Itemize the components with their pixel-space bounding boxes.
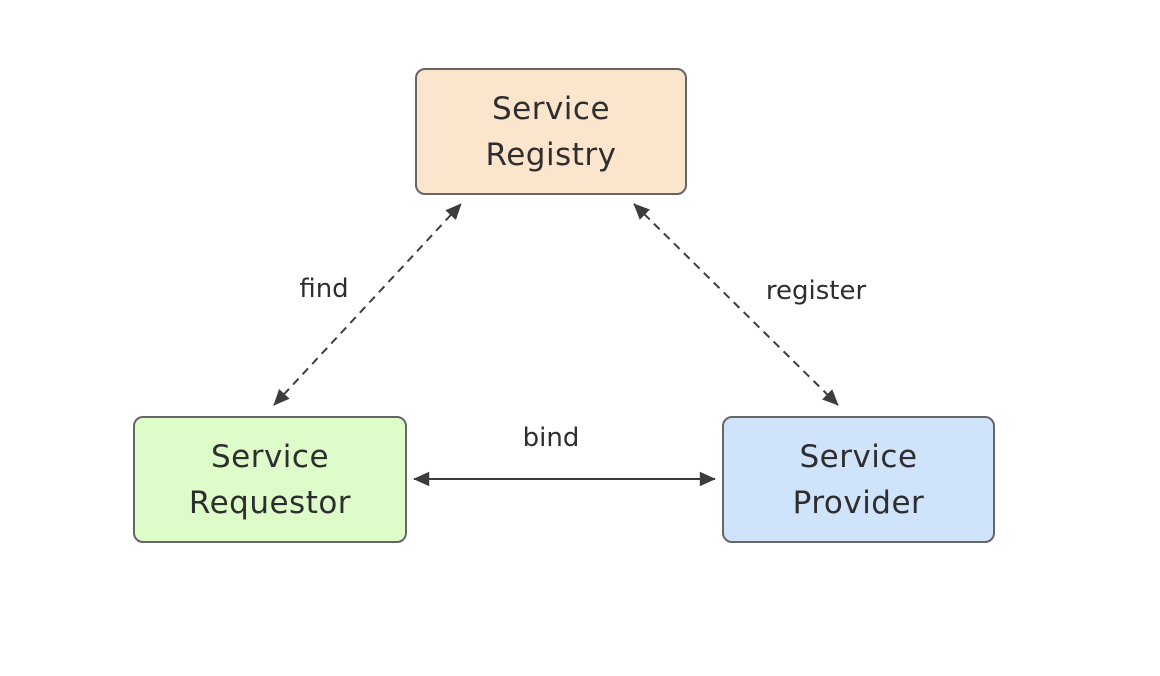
node-service-registry-label-line2: Registry (485, 136, 617, 173)
edge-label-bind: bind (518, 423, 584, 453)
edge-find-line (273, 203, 462, 406)
edge-label-register: register (761, 276, 871, 306)
node-service-requestor-label-line2: Requestor (188, 484, 352, 521)
edge-register-line (633, 203, 839, 406)
node-service-requestor: Service Requestor (133, 416, 407, 543)
node-service-registry-label-line1: Service (491, 90, 611, 127)
node-service-provider: Service Provider (722, 416, 995, 543)
edge-label-find: find (295, 274, 353, 304)
node-service-provider-label-line1: Service (799, 438, 918, 475)
node-service-registry: Service Registry (415, 68, 687, 195)
node-service-requestor-label-line1: Service (210, 438, 330, 475)
node-service-provider-label-line2: Provider (792, 484, 925, 521)
